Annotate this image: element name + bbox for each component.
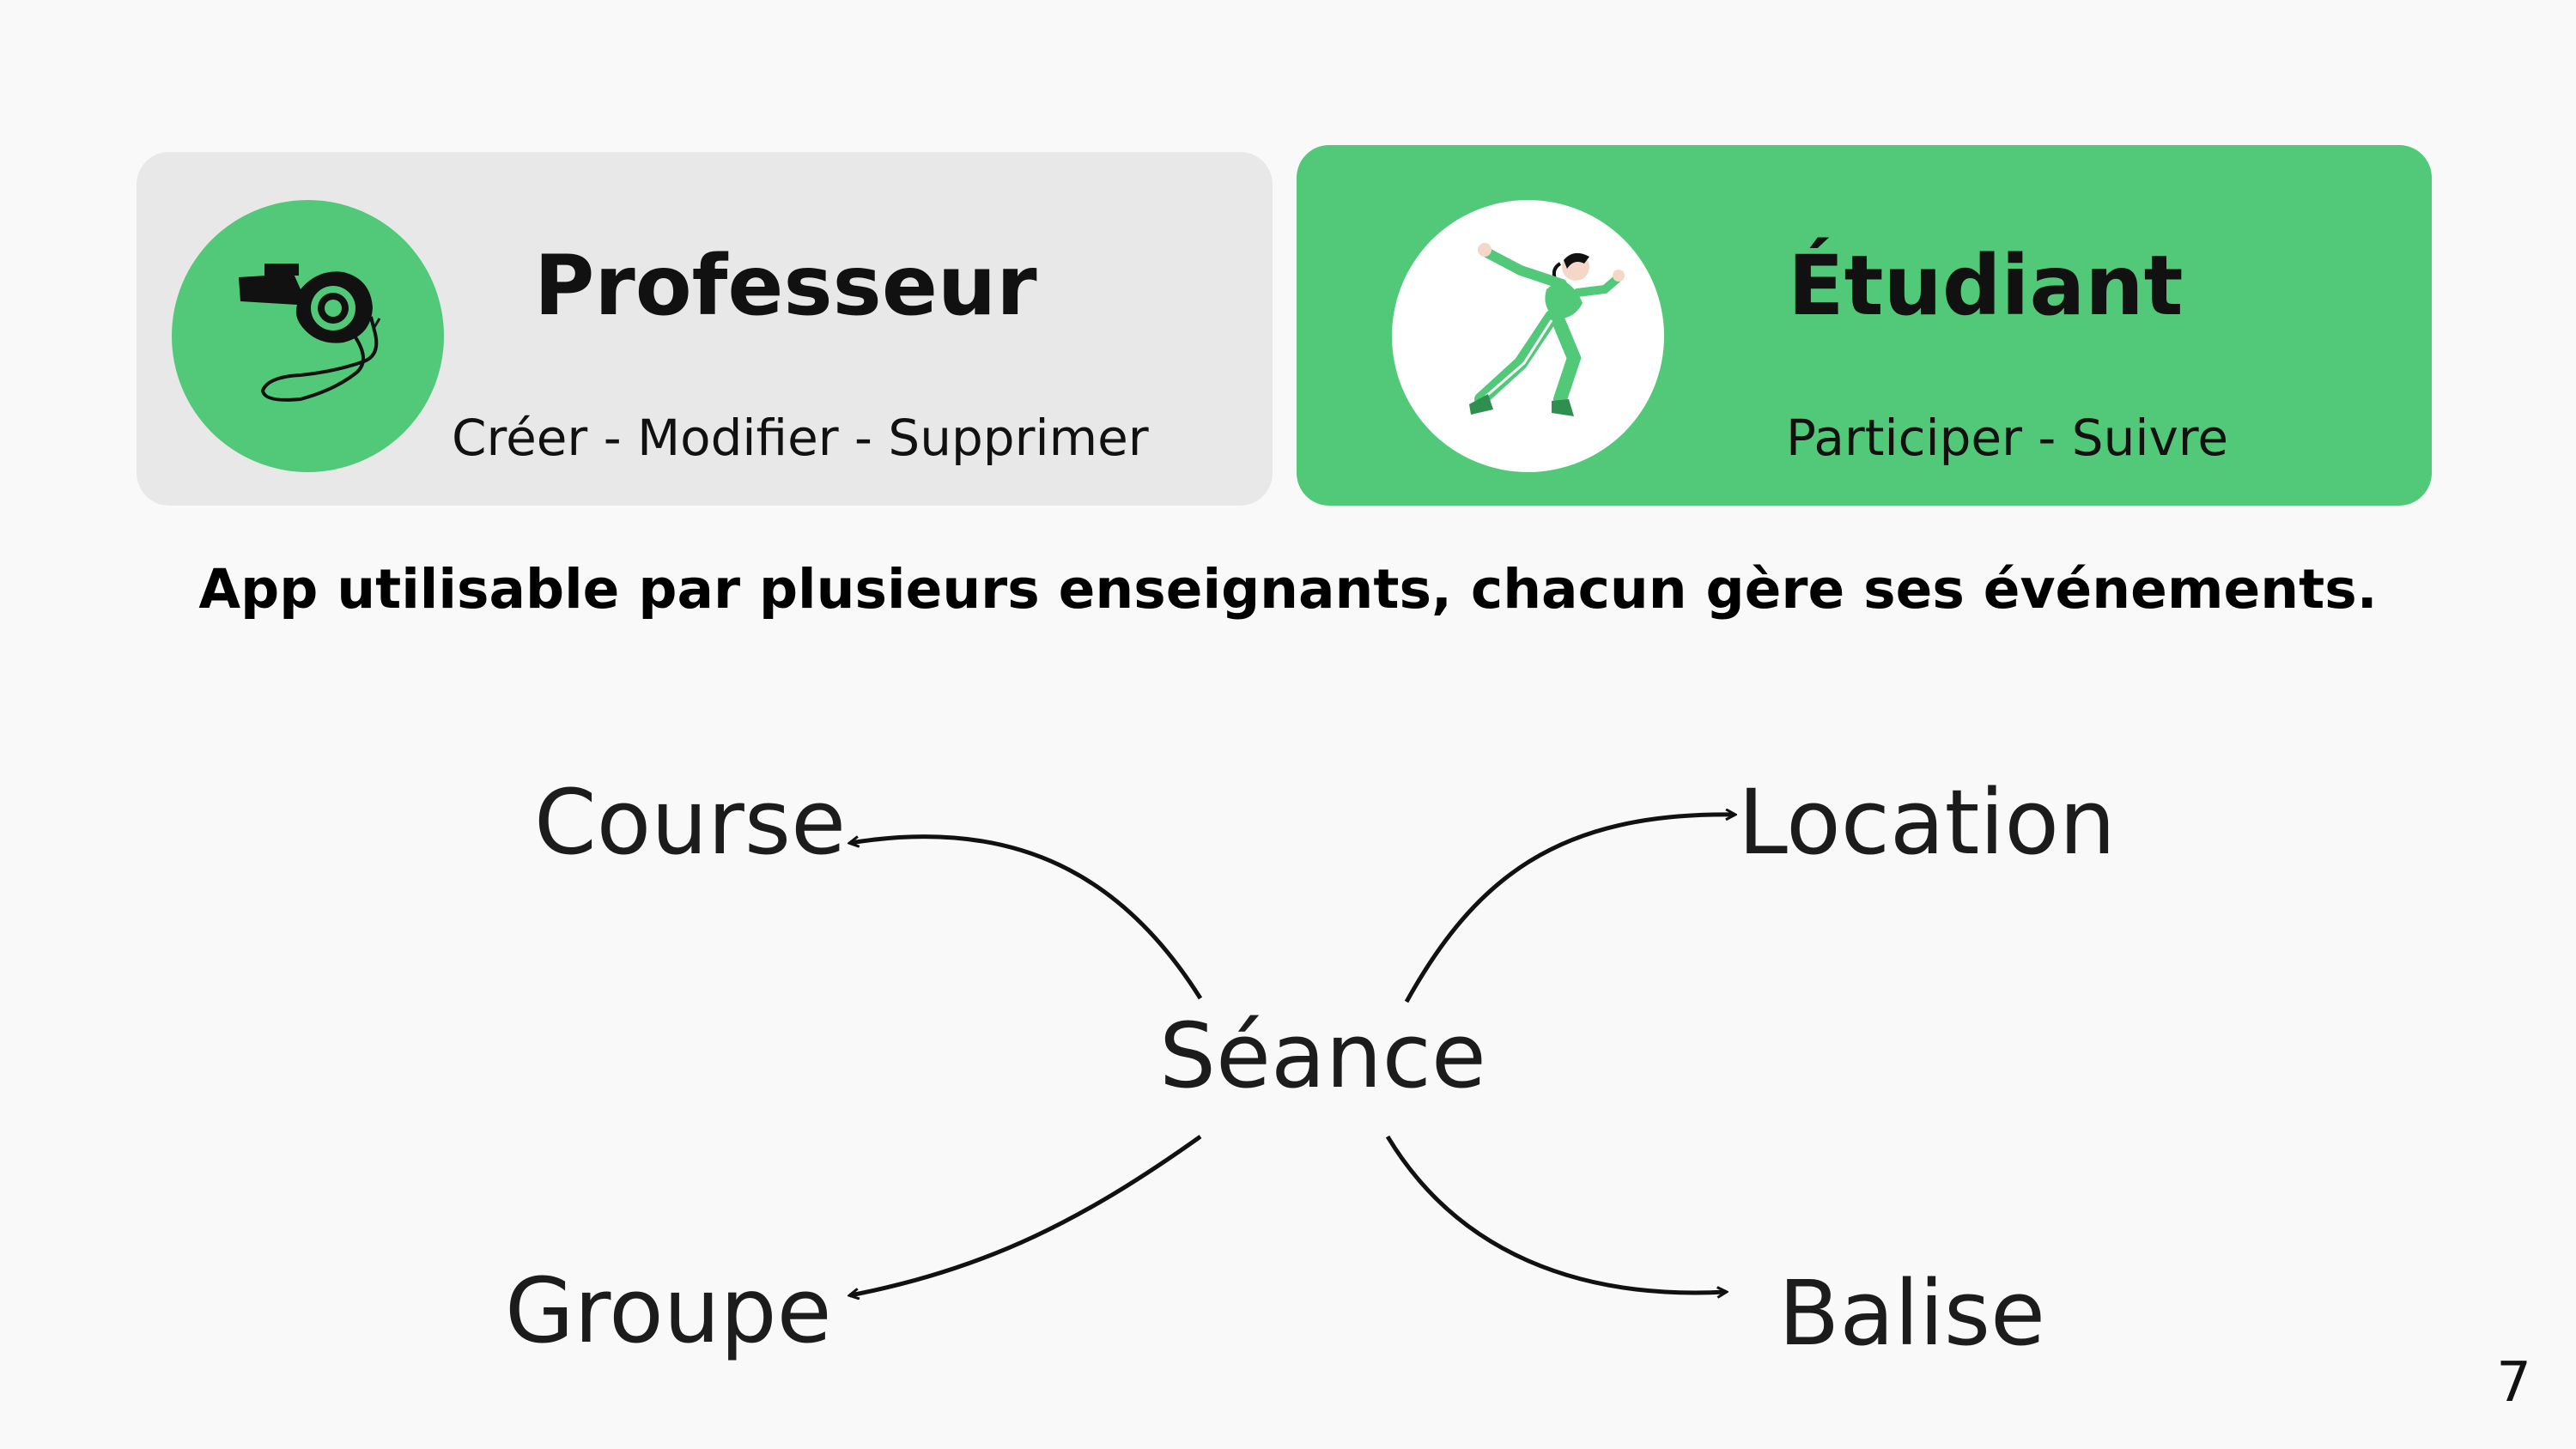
node-seance: Séance [1159,1003,1486,1108]
page-number: 7 [2496,1351,2531,1415]
etudiant-title: Étudiant [1788,238,2184,334]
node-balise: Balise [1778,1261,2046,1366]
arrow-to-groupe [850,1134,1202,1295]
runner-icon [1469,243,1625,416]
node-location: Location [1738,770,2116,875]
node-course: Course [534,770,847,875]
arrow-to-course [850,834,1203,1000]
professeur-subtitle: Créer - Modifier - Supprimer [452,409,1149,467]
etudiant-subtitle: Participer - Suivre [1786,409,2229,467]
arrow-to-balise [1385,1135,1726,1293]
node-groupe: Groupe [505,1258,832,1363]
whistle-icon [239,264,381,402]
runner-icon-badge [1392,200,1664,472]
arrow-to-location [1404,815,1735,1003]
professeur-title: Professeur [534,238,1037,334]
headline: App utilisable par plusieurs enseignants… [198,558,2378,621]
whistle-icon-badge [172,200,444,472]
